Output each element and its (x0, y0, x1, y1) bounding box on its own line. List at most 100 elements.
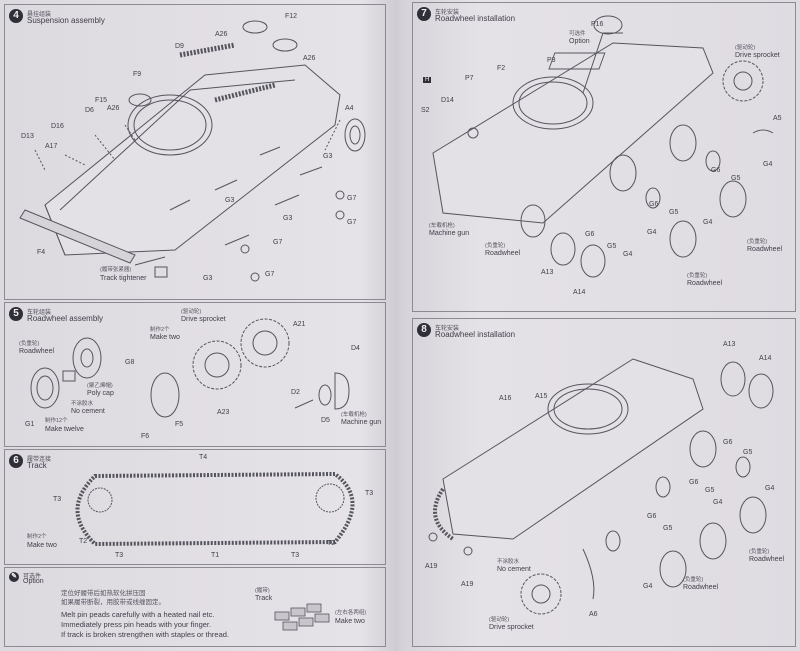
step-number: 5 (9, 307, 23, 321)
roadwheel-en: Roadwheel (749, 556, 785, 563)
step-7-panel: 7 车轮安装 Roadwheel installation (412, 2, 796, 312)
label-g8: G8 (125, 359, 135, 366)
make-two-en: Make two (335, 618, 365, 625)
label-a5: A5 (773, 115, 782, 122)
step-number: 6 (9, 454, 23, 468)
label-a14: A14 (759, 355, 772, 362)
roadwheel-cn: (负重轮) (19, 341, 40, 347)
label-g5: G5 (663, 525, 673, 532)
roadwheel-en: Roadwheel (485, 250, 521, 257)
label-g6: G6 (649, 201, 659, 208)
step-title-en: Roadwheel installation (435, 14, 516, 23)
roadwheel-cn: (负重轮) (485, 243, 506, 249)
step-title-en: Track (27, 461, 47, 470)
option-icon: ✎ (9, 572, 19, 582)
machine-gun-en: Machine gun (429, 230, 470, 237)
option-title-en: Option (23, 578, 44, 585)
roadwheel-cn: (负重轮) (747, 239, 768, 245)
label-g4: G4 (763, 161, 773, 168)
label-g3: G3 (203, 275, 213, 282)
label-g7: G7 (347, 219, 357, 226)
label-g4: G4 (623, 251, 633, 258)
label-t4: T4 (199, 454, 208, 461)
make-two-cn: 制作2个 (150, 327, 170, 333)
tip-cn-2: 如果履带断裂，用胶带或线缠固定。 (61, 599, 165, 606)
label-g1: G1 (25, 421, 35, 428)
label-a13: A13 (723, 341, 736, 348)
g1-note-cn: 制作12个 (45, 418, 68, 424)
label-s2: S2 (421, 107, 430, 114)
drive-sprocket-en: Drive sprocket (489, 624, 534, 631)
label-f2: F2 (497, 65, 506, 72)
polycap-cn: (聚乙烯帽) (87, 383, 113, 389)
nocement-cn: 不涂胶水 (71, 401, 94, 407)
label-t3: T3 (53, 496, 62, 503)
label-d2: D2 (291, 389, 300, 396)
drive-sprocket-cn: (驱动轮) (181, 309, 202, 315)
label-d14: D14 (441, 97, 454, 104)
label-a14: A14 (573, 289, 586, 296)
step-number: 4 (9, 9, 23, 23)
label-g5: G5 (705, 487, 715, 494)
drive-sprocket-en: Drive sprocket (181, 316, 226, 323)
label-a26: A26 (303, 55, 316, 62)
label-t2: T2 (327, 540, 336, 547)
option-title-cn: 可选件 (23, 574, 42, 580)
drive-sprocket-cn: (驱动轮) (489, 617, 510, 623)
label-p16: P16 (591, 21, 604, 28)
label-f9: F9 (133, 71, 142, 78)
step-title-cn: 车轮安装 (435, 326, 460, 332)
label-g6: G6 (647, 513, 657, 520)
label-g6: G6 (711, 167, 721, 174)
label-g4: G4 (647, 229, 657, 236)
make-two-cn: 制作2个 (27, 534, 47, 540)
roadwheel-en: Roadwheel (19, 348, 55, 355)
label-a19: A19 (461, 581, 474, 588)
label-g5: G5 (731, 175, 741, 182)
label-d9: D9 (175, 43, 184, 50)
label-g3: G3 (283, 215, 293, 222)
label-g5: G5 (607, 243, 617, 250)
nocement-en: No cement (497, 566, 531, 573)
step-number: 7 (417, 7, 431, 21)
suspension-drawing (19, 20, 366, 282)
label-g4: G4 (643, 583, 653, 590)
tip-en-3: If track is broken strengthen with stapl… (61, 630, 229, 639)
drive-sprocket-en: Drive sprocket (735, 52, 780, 59)
label-f6: F6 (141, 433, 150, 440)
label-p7: P7 (465, 75, 474, 82)
label-t1: T1 (211, 552, 220, 559)
make-two-en: Make two (150, 334, 180, 341)
label-t3: T3 (365, 490, 374, 497)
label-a21: A21 (293, 321, 306, 328)
label-a26: A26 (215, 31, 228, 38)
label-a19: A19 (425, 563, 438, 570)
roadwheel-en: Roadwheel (687, 280, 723, 287)
label-g3: G3 (323, 153, 333, 160)
label-a6: A6 (589, 611, 598, 618)
step-4-panel: 4 悬挂组装 Suspension assembly (4, 4, 386, 300)
step-number: 8 (417, 323, 431, 337)
track-cn: (履带) (255, 588, 270, 594)
step-title-cn: 车轮安装 (435, 10, 460, 16)
roadwheel-en: Roadwheel (747, 246, 783, 253)
label-t3: T3 (115, 552, 124, 559)
label-f5: F5 (175, 421, 184, 428)
label-g4: G4 (703, 219, 713, 226)
step-title-en: Roadwheel installation (435, 330, 516, 339)
label-f12: F12 (285, 13, 298, 20)
label-a4: A4 (345, 105, 354, 112)
track-en: Track (255, 595, 273, 602)
label-a17: A17 (45, 143, 58, 150)
label-g3: G3 (225, 197, 235, 204)
step-title-cn: 车轮组装 (27, 310, 52, 316)
label-g6: G6 (723, 439, 733, 446)
label-d4: D4 (351, 345, 360, 352)
roadwheel-cn: (负重轮) (749, 549, 770, 555)
label-p3: P3 (547, 57, 556, 64)
label-d16: D16 (51, 123, 64, 130)
drive-sprocket-cn: (驱动轮) (735, 45, 756, 51)
label-g7: G7 (265, 271, 275, 278)
label-g6: G6 (585, 231, 595, 238)
